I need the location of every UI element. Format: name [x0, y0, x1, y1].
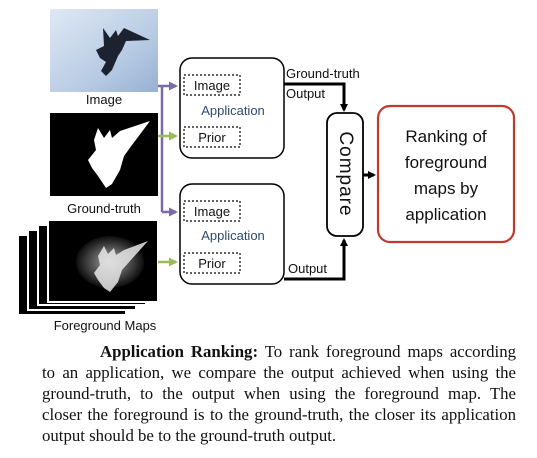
- foreground-maps-label: Foreground Maps: [54, 318, 157, 333]
- foreground-bird-shape: [94, 241, 148, 292]
- ranking-line-1: Ranking of: [405, 127, 487, 146]
- top-image-input-label: Image: [194, 78, 230, 93]
- groundtruth-mask-shape: [88, 121, 150, 188]
- groundtruth-thumbnail: [50, 113, 158, 196]
- image-connector: [158, 81, 178, 217]
- top-prior-input-box: [183, 126, 241, 148]
- ranking-result-box: [376, 104, 516, 244]
- groundtruth-label: Ground-truth: [67, 201, 141, 216]
- ranking-line-3: maps by: [414, 179, 479, 198]
- bottom-prior-input-label: Prior: [198, 256, 226, 271]
- top-application-box: [179, 57, 285, 159]
- bird-silhouette: [96, 28, 150, 76]
- caption-heading: Application Ranking:: [100, 342, 259, 361]
- caption-body: To rank foreground maps according to an …: [42, 342, 516, 445]
- bottom-application-label: Application: [201, 228, 265, 243]
- bottom-image-input-label: Image: [194, 204, 230, 219]
- top-image-input-box: [183, 74, 241, 96]
- prior-connector: [158, 131, 178, 267]
- input-image-label: Image: [86, 92, 122, 107]
- bottom-prior-input-box: [183, 252, 241, 274]
- compare-label: Compare: [335, 131, 356, 216]
- bottom-application-box: [179, 183, 285, 285]
- top-application-label: Application: [201, 103, 265, 118]
- bottom-image-input-box: [183, 200, 241, 222]
- top-output-arrow: [284, 82, 348, 112]
- input-image-thumbnail: [50, 9, 158, 92]
- figure-caption: Application Ranking: To rank foreground …: [42, 341, 516, 446]
- foreground-maps-stack: [17, 219, 159, 316]
- top-prior-input-label: Prior: [198, 130, 226, 145]
- ranking-line-2: foreground: [405, 153, 487, 172]
- groundtruth-output-label-line2: Output: [286, 86, 325, 101]
- groundtruth-output-label-line1: Ground-truth: [286, 66, 360, 81]
- bottom-output-arrow: [284, 238, 348, 281]
- ranking-line-4: application: [405, 205, 486, 224]
- bottom-output-label: Output: [288, 261, 327, 276]
